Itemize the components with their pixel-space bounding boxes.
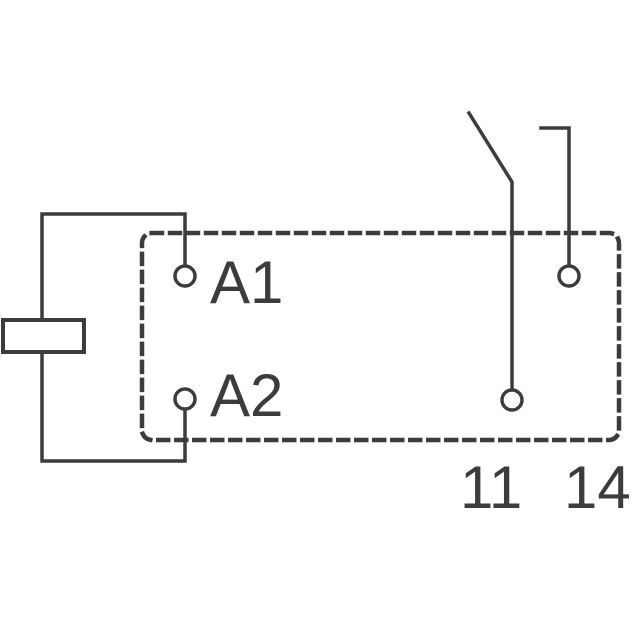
contact-14-stem xyxy=(539,126,571,267)
terminal-a2-icon xyxy=(173,387,197,411)
terminal-14-icon xyxy=(557,264,581,288)
terminal-11-icon xyxy=(500,388,524,412)
coil-wire-a1 xyxy=(40,212,187,322)
terminal-a1-label: A1 xyxy=(210,249,283,316)
terminal-11-label: 11 xyxy=(460,454,522,521)
contact-11-lever xyxy=(466,110,514,391)
relay-coil-icon xyxy=(1,318,86,354)
relay-housing-dashed-outline xyxy=(139,230,622,443)
coil-wire-a2 xyxy=(40,350,187,463)
terminal-14-label: 14 xyxy=(564,454,631,521)
terminal-a2-label: A2 xyxy=(210,362,283,429)
terminal-a1-icon xyxy=(173,264,197,288)
